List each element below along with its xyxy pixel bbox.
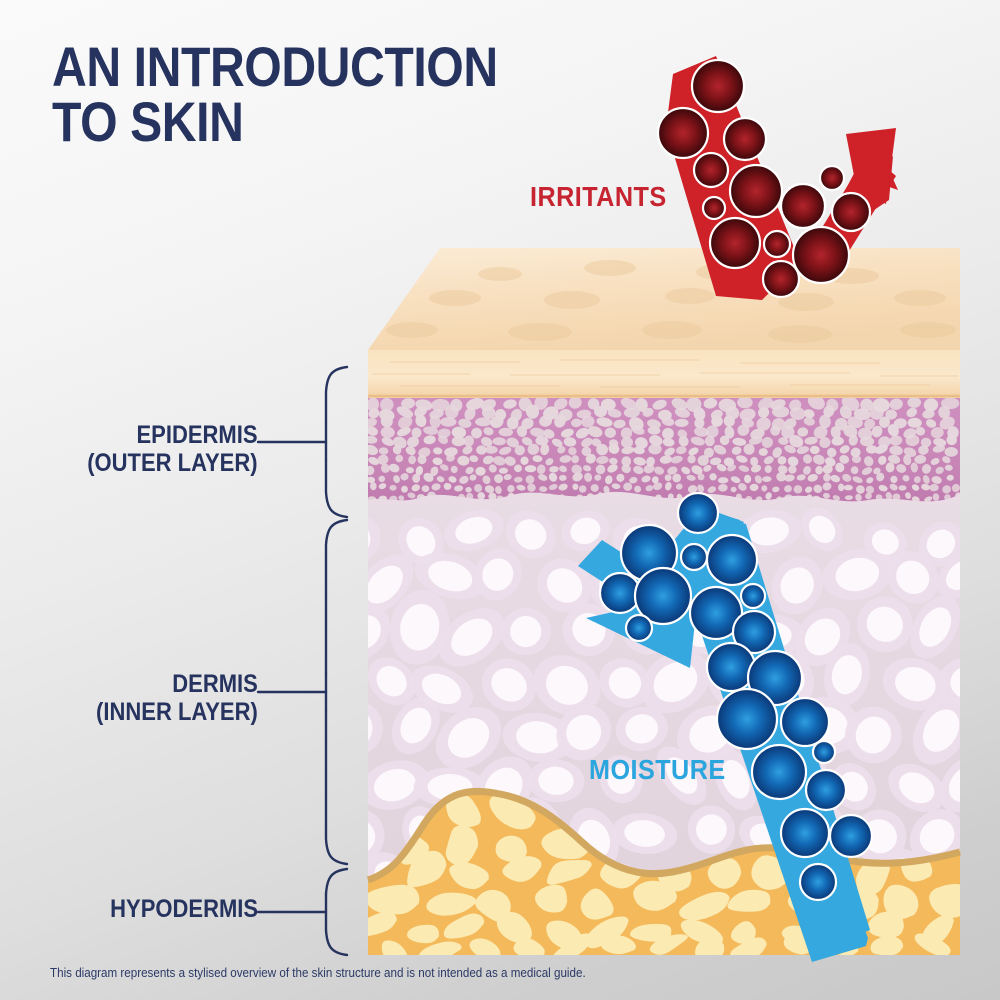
page-title: AN INTRODUCTION TO SKIN — [52, 35, 498, 153]
layer-label-hypodermis: HYPODERMIS — [110, 895, 258, 923]
epidermis-layer — [368, 398, 960, 508]
hypodermis-boundary — [366, 787, 961, 884]
moisture-particles — [598, 491, 874, 902]
callout-label-irritants: IRRITANTS — [530, 181, 667, 212]
callout-label-moisture: MOISTURE — [589, 754, 726, 785]
footnote-disclaimer: This diagram represents a stylised overv… — [50, 966, 586, 980]
layer-label-dermis: DERMIS (INNER LAYER) — [96, 670, 258, 726]
irritant-particles — [656, 58, 872, 299]
layer-label-epidermis: EPIDERMIS (OUTER LAYER) — [87, 421, 258, 477]
skin-front-face — [368, 350, 960, 400]
